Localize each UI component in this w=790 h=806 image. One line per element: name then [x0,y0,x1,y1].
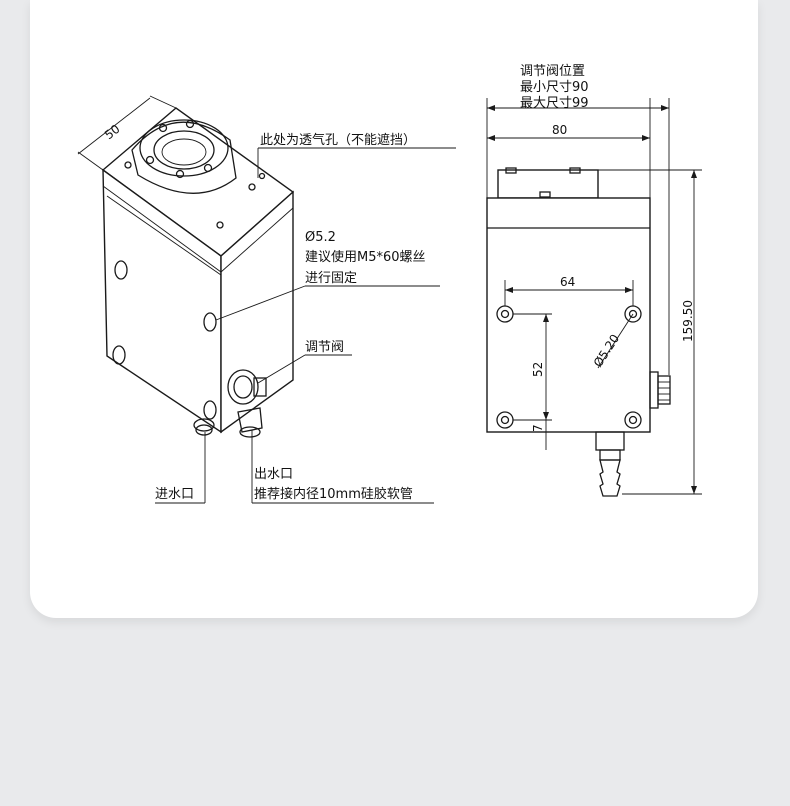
label-valve: 调节阀 [305,340,344,355]
front-outlet-fitting-icon [595,431,625,451]
dim-hole-spacing-v: 52 [531,362,545,377]
label-valve-pos-min: 最小尺寸90 [520,80,589,95]
label-valve-pos-title: 调节阀位置 [520,64,585,79]
iso-corner-hole [124,161,132,169]
label-screw-1: 建议使用M5*60螺丝 [305,249,426,265]
iso-side-hole [114,260,128,280]
isometric-view: 50 [77,95,295,438]
dim-bottom-offset: 7 [531,424,545,432]
front-top-cap [497,169,599,199]
inlet-fitting-icon [193,418,215,432]
front-body [486,197,651,433]
vent-hole-icon [248,183,256,191]
label-outlet: 出水口 [254,467,293,482]
dim-hole-spacing-h: 64 [560,275,575,289]
front-valve-icon [649,371,659,409]
label-screw-2: 进行固定 [305,271,357,286]
iso-annotations: 此处为透气孔（不能遮挡） Ø5.2 建议使用M5*60螺丝 进行固定 调节阀 出… [155,132,456,504]
label-hose: 推荐接内径10mm硅胶软管 [254,486,413,502]
label-vent: 此处为透气孔（不能遮挡） [260,132,416,148]
dim-iso-width: 50 [102,122,123,142]
valve-knob-icon [227,369,259,405]
front-view: 80 调节阀位置 最小尺寸90 最大尺寸99 64 52 7 Ø5.20 1 [486,64,702,497]
iso-right-face [220,190,294,434]
label-valve-pos-max: 最大尺寸99 [520,96,589,111]
dim-height: 159.50 [681,300,695,342]
label-inlet: 进水口 [155,487,194,502]
dim-front-width: 80 [552,123,567,137]
outlet-fitting-icon [237,407,263,433]
iso-collar [131,121,237,194]
label-hole-dia: Ø5.2 [305,230,336,245]
